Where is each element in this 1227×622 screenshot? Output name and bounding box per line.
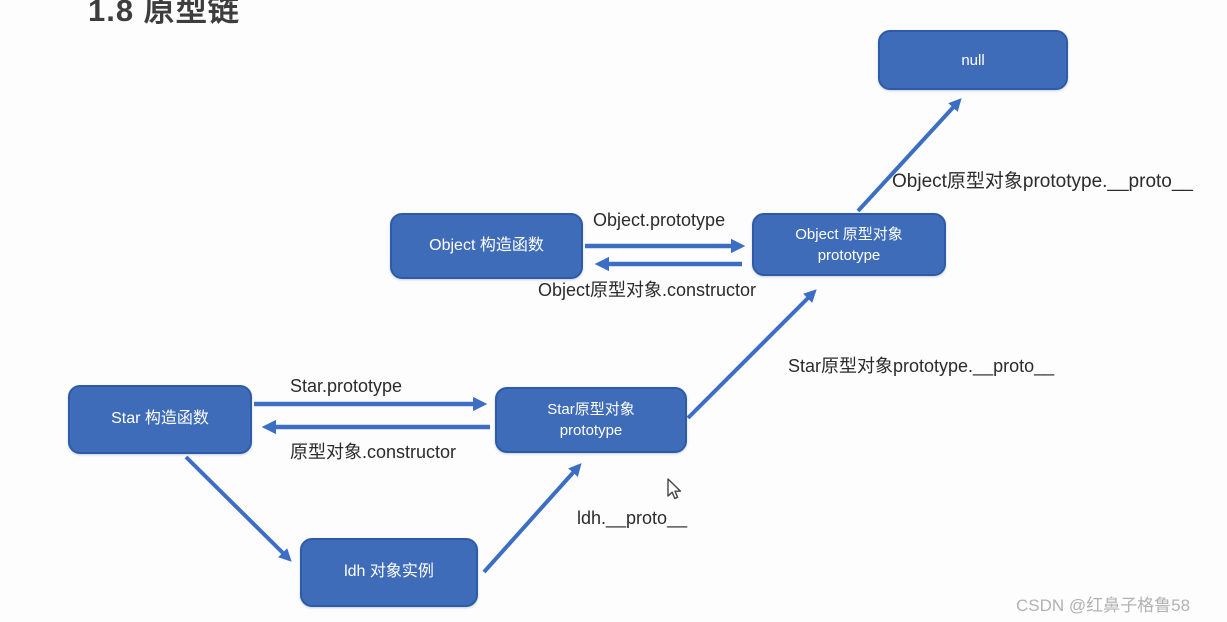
node-star-prototype-label-line2: prototype (559, 422, 623, 439)
edge-label-star-constructor: 原型对象.constructor (290, 442, 457, 462)
node-ldh-instance: ldh 对象实例 (300, 538, 478, 607)
edge-label-star-prototype: Star.prototype (290, 376, 403, 396)
arrow-ldh-proto (482, 463, 582, 574)
node-object-constructor-label: Object 构造函数 (429, 236, 544, 254)
node-object-prototype-label-line1: Object 原型对象 (795, 225, 903, 243)
node-null: null (878, 30, 1068, 90)
edge-label-object-proto: Object原型对象prototype.__proto__ (892, 171, 1193, 192)
node-star-constructor: Star 构造函数 (68, 385, 252, 454)
node-ldh-instance-label: ldh 对象实例 (344, 563, 434, 581)
edge-label-ldh-proto: ldh.__proto__ (577, 508, 688, 528)
node-object-prototype-label-line2: prototype (817, 246, 881, 264)
edge-label-object-prototype: Object.prototype (593, 210, 726, 230)
csdn-watermark: CSDN @红鼻子格鲁58 (1016, 596, 1191, 615)
edge-label-object-constructor: Object原型对象.constructor (538, 280, 757, 300)
node-star-prototype-label-line1: Star原型对象 (547, 401, 635, 418)
node-object-constructor: Object 构造函数 (390, 213, 583, 279)
node-object-prototype: Object 原型对象 prototype (752, 213, 946, 276)
node-null-label: null (961, 51, 985, 69)
node-star-constructor-label: Star 构造函数 (111, 410, 209, 428)
node-star-prototype: Star原型对象 prototype (495, 387, 687, 453)
mouse-cursor-icon (667, 478, 682, 500)
arrow-object-proto-to-null (856, 98, 962, 213)
page-title: 1.8 原型链 (88, 0, 240, 28)
arrow-star-to-ldh (184, 455, 292, 562)
edge-label-star-proto: Star原型对象prototype.__proto__ (788, 356, 1055, 376)
